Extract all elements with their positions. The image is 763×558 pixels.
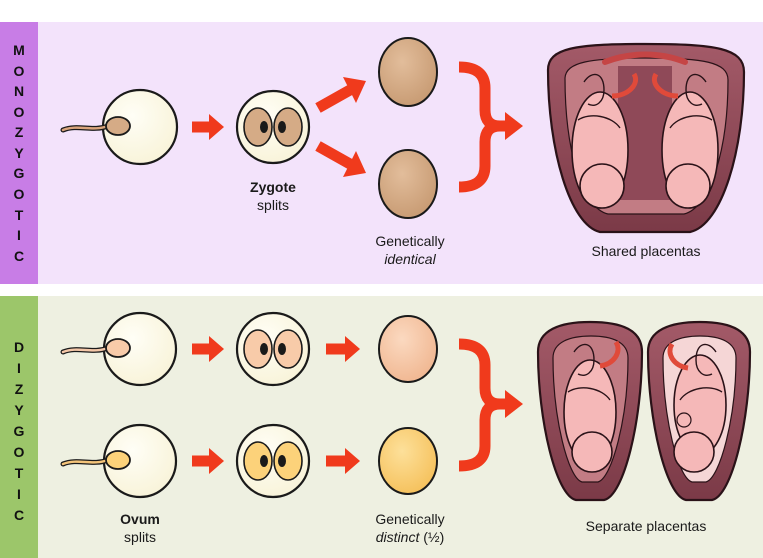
side-label-letter: O bbox=[13, 185, 25, 202]
side-label-letter: G bbox=[13, 165, 25, 182]
distinct-genetic-line: distinct (½) bbox=[350, 528, 470, 547]
side-label-letter: Y bbox=[14, 401, 24, 418]
di-zygote-bottom bbox=[235, 423, 311, 499]
side-label-letter: O bbox=[13, 103, 25, 120]
fetus-left bbox=[571, 72, 638, 209]
side-label-letter: Z bbox=[14, 124, 24, 141]
side-label-letter: C bbox=[13, 507, 25, 524]
side-label-letter: T bbox=[14, 465, 24, 482]
di-egg-with-sperm-top bbox=[60, 311, 178, 387]
side-label-letter: I bbox=[17, 359, 21, 376]
zygote-sub-label: splits bbox=[257, 197, 289, 213]
ovum-label: Ovum bbox=[120, 511, 160, 527]
zygote-label: Zygote bbox=[250, 179, 296, 195]
side-label-letter: T bbox=[14, 206, 24, 223]
side-label-letter: N bbox=[13, 83, 25, 100]
mono-merge-arrow bbox=[458, 61, 523, 193]
distinct-embryo-top bbox=[378, 315, 438, 383]
side-label-letter: Y bbox=[14, 144, 24, 161]
shared-placenta-uterus bbox=[546, 42, 746, 234]
fetus-right bbox=[652, 72, 719, 209]
side-label-letter: G bbox=[13, 422, 25, 439]
distinct-genetic-label: Genetically bbox=[375, 511, 445, 527]
side-label-letter: I bbox=[17, 486, 21, 503]
separate-placenta-uterus-right bbox=[646, 320, 752, 502]
dizygotic-band bbox=[0, 296, 38, 558]
distinct-embryo-bottom bbox=[378, 427, 438, 495]
side-label-letter: I bbox=[17, 227, 21, 244]
identical-genetic-value: identical bbox=[384, 251, 436, 267]
monozygotic-band bbox=[0, 22, 38, 284]
zygote-cell bbox=[235, 89, 311, 165]
identical-embryo-top bbox=[378, 37, 438, 107]
shared-placenta-caption: Shared placentas bbox=[591, 243, 701, 259]
side-label-letter: C bbox=[13, 247, 25, 264]
side-label-letter: O bbox=[13, 444, 25, 461]
distinct-genetic-value: distinct bbox=[375, 529, 420, 545]
separate-placenta-uterus-left bbox=[536, 320, 644, 502]
side-label-letter: D bbox=[13, 338, 25, 355]
mono-split-arrows bbox=[315, 77, 366, 177]
side-label-letter: Z bbox=[14, 380, 24, 397]
ovum-sub-label: splits bbox=[124, 529, 156, 545]
di-egg-with-sperm-bottom bbox=[60, 423, 178, 499]
identical-genetic-label: Genetically bbox=[375, 233, 445, 249]
identical-embryo-bottom bbox=[378, 149, 438, 219]
separate-placenta-caption: Separate placentas bbox=[585, 518, 707, 534]
mono-egg-with-sperm bbox=[60, 88, 179, 166]
di-merge-arrow bbox=[458, 338, 523, 472]
side-label-letter: M bbox=[13, 42, 25, 59]
distinct-genetic-fraction: (½) bbox=[423, 529, 445, 545]
side-label-letter: O bbox=[13, 62, 25, 79]
di-zygote-top bbox=[235, 311, 311, 387]
